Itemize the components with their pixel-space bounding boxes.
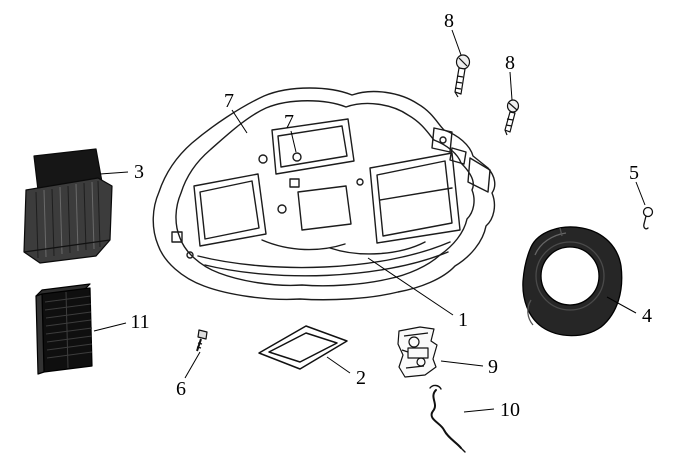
callout-4: 4: [642, 305, 652, 327]
callout-7-a: 7: [224, 90, 234, 112]
part-1-housing-drawing: [152, 87, 496, 301]
part-3-drawing: [23, 148, 113, 264]
callout-2: 2: [356, 367, 366, 389]
part-8a-screw-drawing: [454, 54, 471, 98]
part-2-drawing: [258, 325, 348, 370]
part-11-drawing: [35, 283, 93, 375]
callout-9: 9: [488, 356, 498, 378]
part-5-drawing: [642, 206, 654, 230]
part-4-drawing: [522, 226, 623, 337]
callout-1: 1: [458, 309, 468, 331]
callout-10: 10: [500, 399, 520, 421]
callout-3: 3: [134, 161, 144, 183]
leader-lines: [93, 29, 646, 413]
callout-5: 5: [629, 162, 639, 184]
part-8b-screw-drawing: [504, 99, 520, 136]
callout-6: 6: [176, 378, 186, 400]
callout-8-a: 8: [444, 10, 454, 32]
callout-8-b: 8: [505, 52, 515, 74]
part-9-drawing: [397, 326, 438, 378]
part-10-drawing: [429, 384, 466, 453]
part-6-screw-drawing: [196, 329, 208, 352]
callout-7-b: 7: [284, 111, 294, 133]
callout-11: 11: [130, 311, 150, 333]
